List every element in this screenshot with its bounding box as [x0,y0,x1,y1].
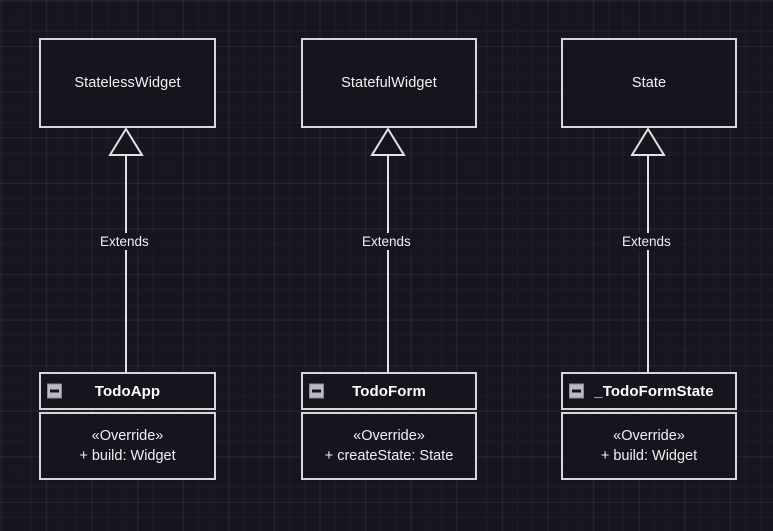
relation-label-todoformstate: Extends [617,233,676,250]
class-box-todoapp[interactable]: TodoApp «Override» + build: Widget [39,372,216,488]
class-box-statefulwidget[interactable]: StatefulWidget [301,38,477,128]
member-stereotype: «Override» [613,427,685,444]
class-box-statelesswidget[interactable]: StatelessWidget [39,38,216,128]
class-name-state: State [631,75,667,91]
generalization-arrowhead-todoapp [108,127,144,156]
class-box-state[interactable]: State [561,38,737,128]
member-stereotype: «Override» [91,427,164,444]
minus-bar [572,389,581,393]
class-members-todoformstate: «Override» + build: Widget [561,412,737,480]
class-name-statefulwidget: StatefulWidget [341,75,437,91]
collapse-minus-icon[interactable] [309,383,324,399]
relation-label-todoform: Extends [357,233,416,250]
relation-label-todoapp: Extends [95,233,154,250]
class-name-todoapp: TodoApp [94,382,161,400]
class-name-todoformstate: _TodoFormState [594,382,714,400]
class-name-todoform: TodoForm [352,382,426,400]
class-header-todoapp[interactable]: TodoApp [39,372,216,410]
class-box-todoform[interactable]: TodoForm «Override» + createState: State [301,372,477,488]
generalization-arrowhead-todoform [370,127,406,156]
member-signature: + build: Widget [600,447,698,464]
class-members-todoform: «Override» + createState: State [301,412,477,480]
member-signature: + createState: State [324,447,454,464]
generalization-line-todoform[interactable] [387,155,389,372]
generalization-line-todoformstate[interactable] [647,155,649,372]
member-stereotype: «Override» [353,427,425,444]
collapse-minus-icon[interactable] [569,383,584,399]
member-signature: + build: Widget [79,447,176,464]
minus-bar [312,389,321,393]
class-header-todoformstate[interactable]: _TodoFormState [561,372,737,410]
generalization-arrowhead-todoformstate [630,127,666,156]
class-name-statelesswidget: StatelessWidget [74,75,181,91]
minus-bar [50,389,59,393]
generalization-line-todoapp[interactable] [125,155,127,372]
collapse-minus-icon[interactable] [47,383,62,399]
class-members-todoapp: «Override» + build: Widget [39,412,216,480]
class-box-todoformstate[interactable]: _TodoFormState «Override» + build: Widge… [561,372,737,488]
class-header-todoform[interactable]: TodoForm [301,372,477,410]
